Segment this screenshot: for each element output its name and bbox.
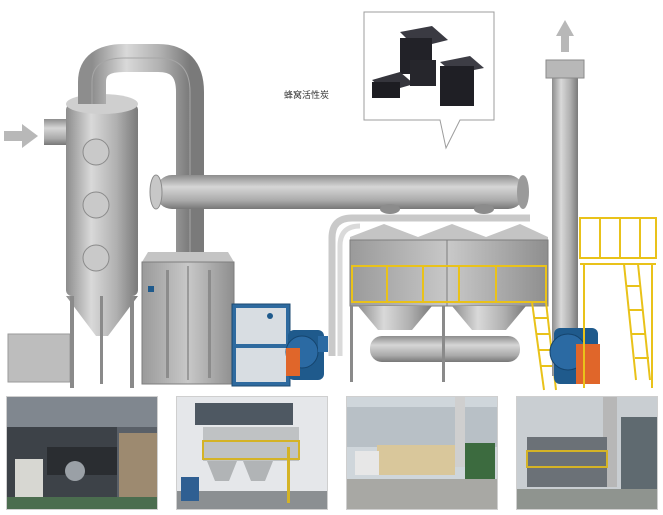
duct-pipe	[328, 214, 530, 356]
pipe-room-image	[7, 397, 157, 509]
service-platform	[579, 217, 657, 388]
outdoor-unit-image	[177, 397, 327, 509]
equipment-base	[7, 333, 71, 383]
control-cabinet	[231, 303, 291, 387]
exhaust-fan	[285, 330, 328, 380]
installed-system-image	[517, 397, 657, 509]
duct-pipe	[78, 44, 204, 260]
factory-yard-image	[347, 397, 497, 509]
photo-pipe-room	[6, 396, 158, 510]
photo-factory-yard	[346, 396, 498, 510]
main-duct	[149, 174, 529, 210]
exhaust-stack	[545, 59, 585, 376]
activated-carbon-adsorber	[349, 204, 549, 382]
dry-filter-cabinet	[141, 252, 235, 385]
callout-bubble	[363, 11, 495, 150]
main-fan	[549, 328, 600, 384]
photo-installed-system	[516, 396, 658, 510]
arrow-up-icon	[556, 20, 574, 52]
honeycomb-carbon-image	[372, 26, 484, 106]
callout-label: 蜂窝活性炭	[284, 90, 330, 100]
photo-outdoor-unit	[176, 396, 328, 510]
arrow-right-icon	[4, 124, 38, 148]
